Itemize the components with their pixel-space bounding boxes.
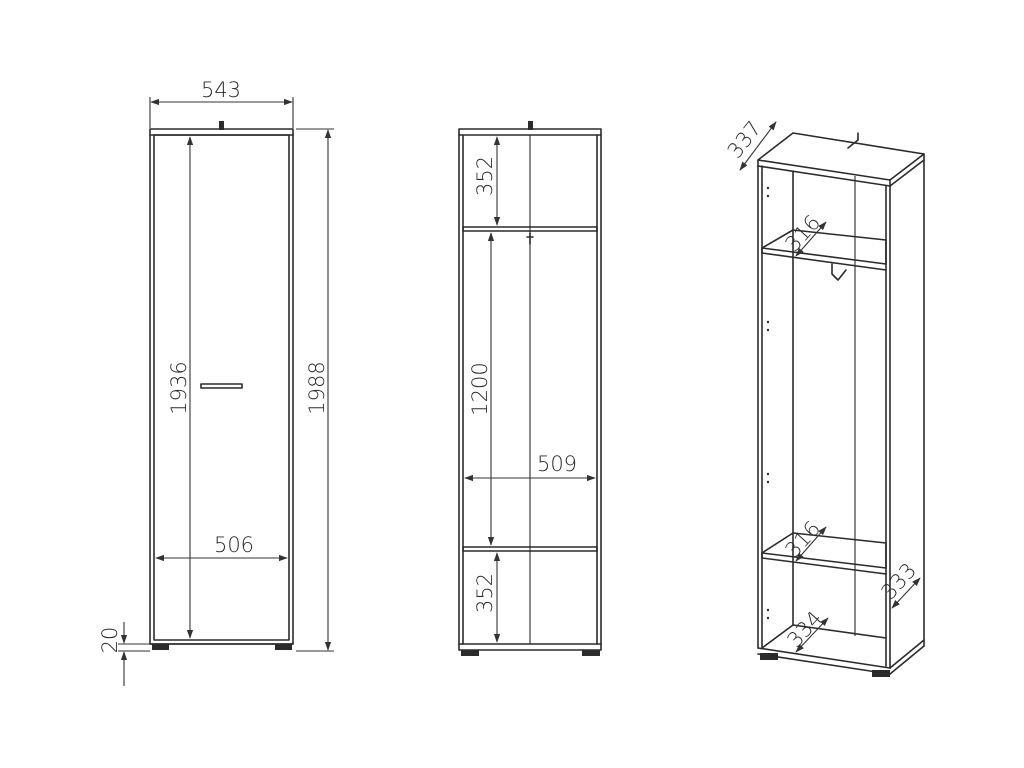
iso-bottom-front-edge (757, 647, 891, 669)
dim-label-352-bottom: 352 (473, 573, 497, 613)
front-foot-right (275, 644, 292, 650)
iso-top-surface (757, 132, 925, 181)
dim-label-20: 20 (98, 627, 122, 654)
front-view: 543 1936 1988 506 20 (98, 78, 334, 686)
dim-label-334: 334 (782, 606, 827, 652)
iso-upper-shelf (761, 229, 887, 265)
isometric-view: 337 316 316 333 334 (723, 117, 925, 677)
interior-foot-right (582, 650, 600, 656)
dim-label-543: 543 (201, 78, 241, 102)
clothes-rail-hook-icon (526, 232, 534, 245)
dim-line-316-upper (795, 221, 827, 257)
front-door-panel (153, 134, 290, 641)
door-handle (200, 383, 243, 389)
iso-wall-bracket-icon (847, 132, 859, 149)
iso-lower-shelf (761, 532, 887, 569)
dim-label-1936: 1936 (167, 361, 191, 414)
dim-label-1988: 1988 (305, 361, 329, 414)
iso-foot-right (872, 670, 890, 677)
interior-view: 352 1200 509 352 (458, 121, 602, 656)
front-wall-bracket-icon (219, 121, 224, 130)
interior-lower-shelf (462, 546, 598, 552)
dim-label-337: 337 (723, 117, 767, 163)
iso-clothes-hanger-icon (831, 263, 847, 281)
dim-label-333: 333 (876, 558, 921, 604)
dim-line-334 (795, 617, 829, 653)
interior-foot-left (461, 650, 479, 656)
dim-label-1200: 1200 (468, 362, 492, 415)
iso-foot-left (760, 653, 778, 660)
dim-line-316-lower (795, 526, 827, 562)
dim-line-337 (739, 121, 777, 171)
interior-upper-shelf (462, 226, 598, 232)
interior-wall-bracket-icon (528, 121, 533, 130)
dim-label-509: 509 (537, 452, 577, 476)
dim-label-506: 506 (214, 533, 254, 557)
dim-label-316-upper: 316 (780, 210, 825, 256)
dim-line-333 (891, 577, 921, 609)
dim-label-352-top: 352 (473, 156, 497, 196)
front-foot-left (152, 644, 169, 650)
